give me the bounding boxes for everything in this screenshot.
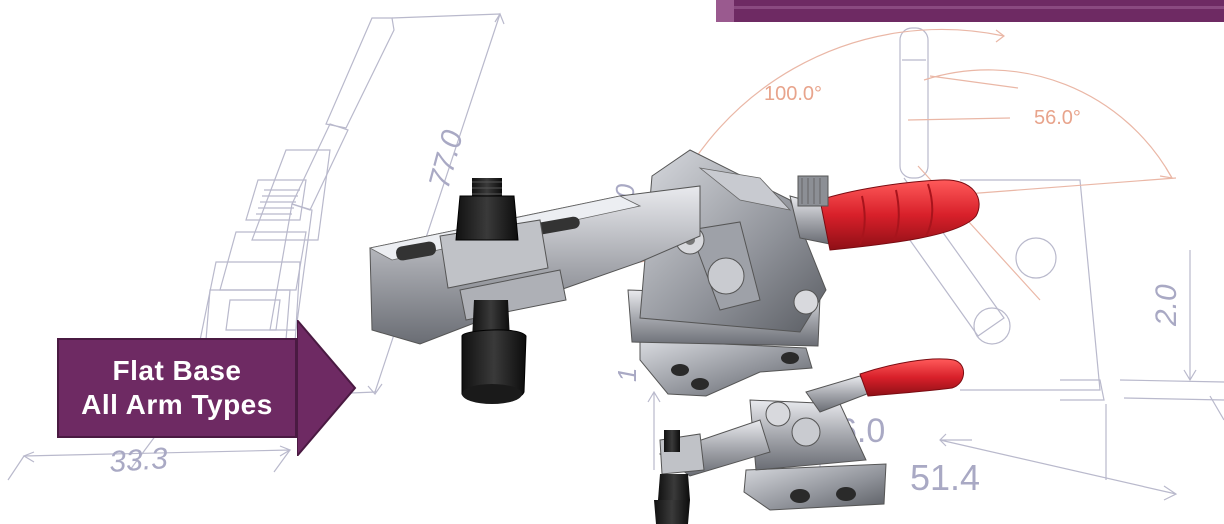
small-toggle-clamp: [654, 358, 964, 524]
label-line-1: Flat Base: [112, 355, 242, 386]
dimension-2: 2.0: [1150, 284, 1183, 327]
dimension-56-degrees: 56.0°: [1034, 107, 1081, 129]
header-bar: [716, 0, 1224, 22]
dimension-100-degrees: 100.0°: [764, 83, 822, 105]
header-bar-stripe: [734, 6, 1224, 9]
label-arrow-pointer: [297, 320, 357, 456]
dimension-1: 1: [612, 368, 642, 382]
product-category-label: Flat Base All Arm Types: [57, 338, 297, 438]
header-bar-edge: [716, 0, 734, 22]
label-line-2: All Arm Types: [81, 389, 273, 420]
dimension-51-4: 51.4: [910, 457, 980, 498]
dimension-77: 77.0: [423, 127, 470, 192]
large-toggle-clamp: [368, 149, 980, 404]
dimension-33: 33.3: [108, 442, 169, 479]
